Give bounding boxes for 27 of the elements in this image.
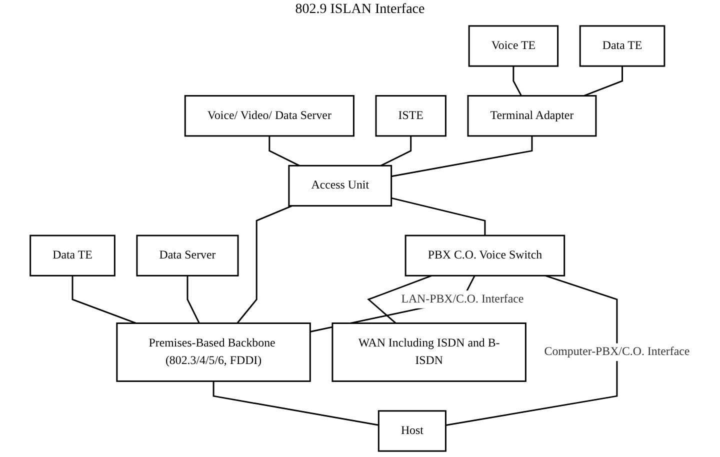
node-box: Terminal Adapter — [467, 95, 597, 137]
connector — [391, 136, 533, 178]
node-box: Data TE — [579, 25, 666, 67]
node-box: PBX C.O. Voice Switch — [404, 234, 566, 276]
edge-label: Computer-PBX/C.O. Interface — [544, 346, 690, 358]
node-box: Data TE — [30, 234, 116, 276]
connector — [512, 66, 522, 96]
node-box: Voice/ Video/ Data Server — [184, 95, 354, 137]
connector — [380, 136, 412, 166]
connector — [446, 274, 618, 426]
edge-label: LAN-PBX/C.O. Interface — [401, 292, 524, 306]
node-box: WAN Including ISDN and B-ISDN — [332, 322, 526, 382]
node-box: Access Unit — [288, 164, 392, 207]
connector — [268, 136, 300, 166]
connector — [212, 381, 379, 426]
node-box: Premises-Based Backbone (802.3/4/5/6, FDDI) — [116, 322, 311, 382]
connector — [186, 276, 200, 324]
node-box: Voice TE — [468, 25, 559, 67]
connector — [72, 276, 136, 324]
interface-label: 802.9 ISLAN Interface — [295, 2, 425, 17]
node-box: ISTE — [375, 95, 446, 137]
node-box: Host — [378, 410, 446, 452]
connector — [367, 274, 432, 324]
node-box: Data Server — [136, 234, 239, 276]
connector — [391, 197, 486, 236]
connector — [584, 66, 624, 96]
connector — [236, 205, 292, 324]
